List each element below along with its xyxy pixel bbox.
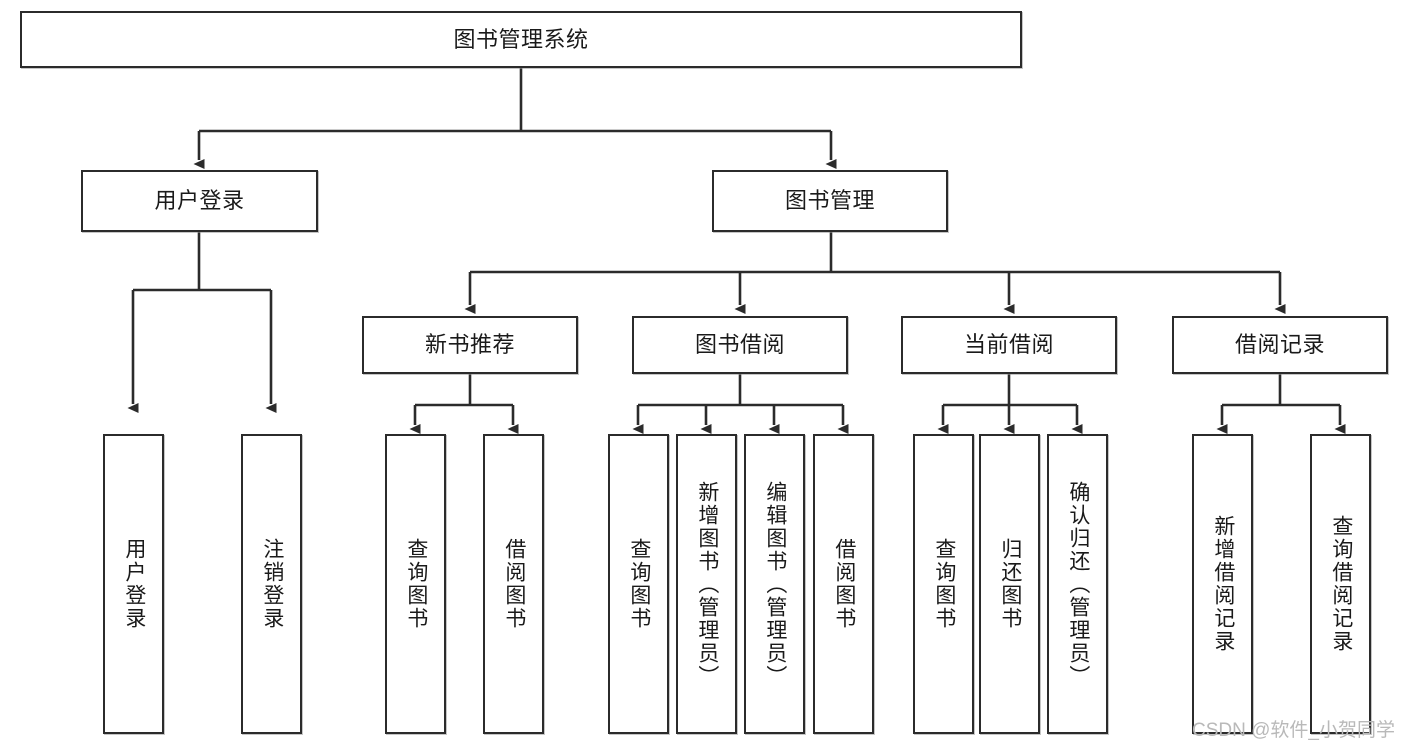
leaf-query-book-1[interactable]: 查询图书 xyxy=(385,434,446,734)
leaf-query-book-3-label: 查询图书 xyxy=(932,538,956,630)
leaf-query-record[interactable]: 查询借阅记录 xyxy=(1310,434,1371,734)
leaf-query-book-3[interactable]: 查询图书 xyxy=(913,434,974,734)
leaf-edit-book[interactable]: 编辑图书（管理员） xyxy=(744,434,805,734)
leaf-add-book-label: 新增图书（管理员） xyxy=(695,480,719,688)
leaf-query-book-2-label: 查询图书 xyxy=(627,538,651,630)
node-current-borrow-label: 当前借阅 xyxy=(963,332,1054,358)
node-root-label: 图书管理系统 xyxy=(453,26,589,52)
leaf-borrow-book-2[interactable]: 借阅图书 xyxy=(813,434,874,734)
leaf-query-record-label: 查询借阅记录 xyxy=(1329,515,1353,653)
node-book-borrow-label: 图书借阅 xyxy=(694,332,785,358)
leaf-add-book[interactable]: 新增图书（管理员） xyxy=(676,434,737,734)
node-book-management-label: 图书管理 xyxy=(784,188,875,214)
leaf-user-login[interactable]: 用户登录 xyxy=(103,434,164,734)
leaf-user-login-label: 用户登录 xyxy=(122,538,146,630)
watermark: CSDN @软件_小贺同学 xyxy=(1192,720,1395,741)
leaf-logout-login[interactable]: 注销登录 xyxy=(241,434,302,734)
node-current-borrow[interactable]: 当前借阅 xyxy=(901,316,1117,374)
leaf-query-book-2[interactable]: 查询图书 xyxy=(608,434,669,734)
node-borrow-record-label: 借阅记录 xyxy=(1234,332,1325,358)
node-user-login[interactable]: 用户登录 xyxy=(81,170,318,232)
leaf-confirm-return[interactable]: 确认归还（管理员） xyxy=(1047,434,1108,734)
leaf-return-book-label: 归还图书 xyxy=(998,538,1022,630)
leaf-borrow-book-1-label: 借阅图书 xyxy=(502,538,526,630)
leaf-logout-login-label: 注销登录 xyxy=(260,538,284,630)
leaf-confirm-return-label: 确认归还（管理员） xyxy=(1066,480,1090,688)
node-borrow-record[interactable]: 借阅记录 xyxy=(1172,316,1388,374)
leaf-borrow-book-1[interactable]: 借阅图书 xyxy=(483,434,544,734)
node-user-login-label: 用户登录 xyxy=(154,188,245,214)
leaf-edit-book-label: 编辑图书（管理员） xyxy=(763,480,787,688)
leaf-borrow-book-2-label: 借阅图书 xyxy=(832,538,856,630)
node-book-borrow[interactable]: 图书借阅 xyxy=(632,316,848,374)
leaf-return-book[interactable]: 归还图书 xyxy=(979,434,1040,734)
node-new-book-recommend[interactable]: 新书推荐 xyxy=(362,316,578,374)
node-root[interactable]: 图书管理系统 xyxy=(20,11,1022,68)
leaf-add-record[interactable]: 新增借阅记录 xyxy=(1192,434,1253,734)
leaf-add-record-label: 新增借阅记录 xyxy=(1211,515,1235,653)
node-book-management[interactable]: 图书管理 xyxy=(712,170,948,232)
leaf-query-book-1-label: 查询图书 xyxy=(404,538,428,630)
node-new-book-recommend-label: 新书推荐 xyxy=(424,332,515,358)
